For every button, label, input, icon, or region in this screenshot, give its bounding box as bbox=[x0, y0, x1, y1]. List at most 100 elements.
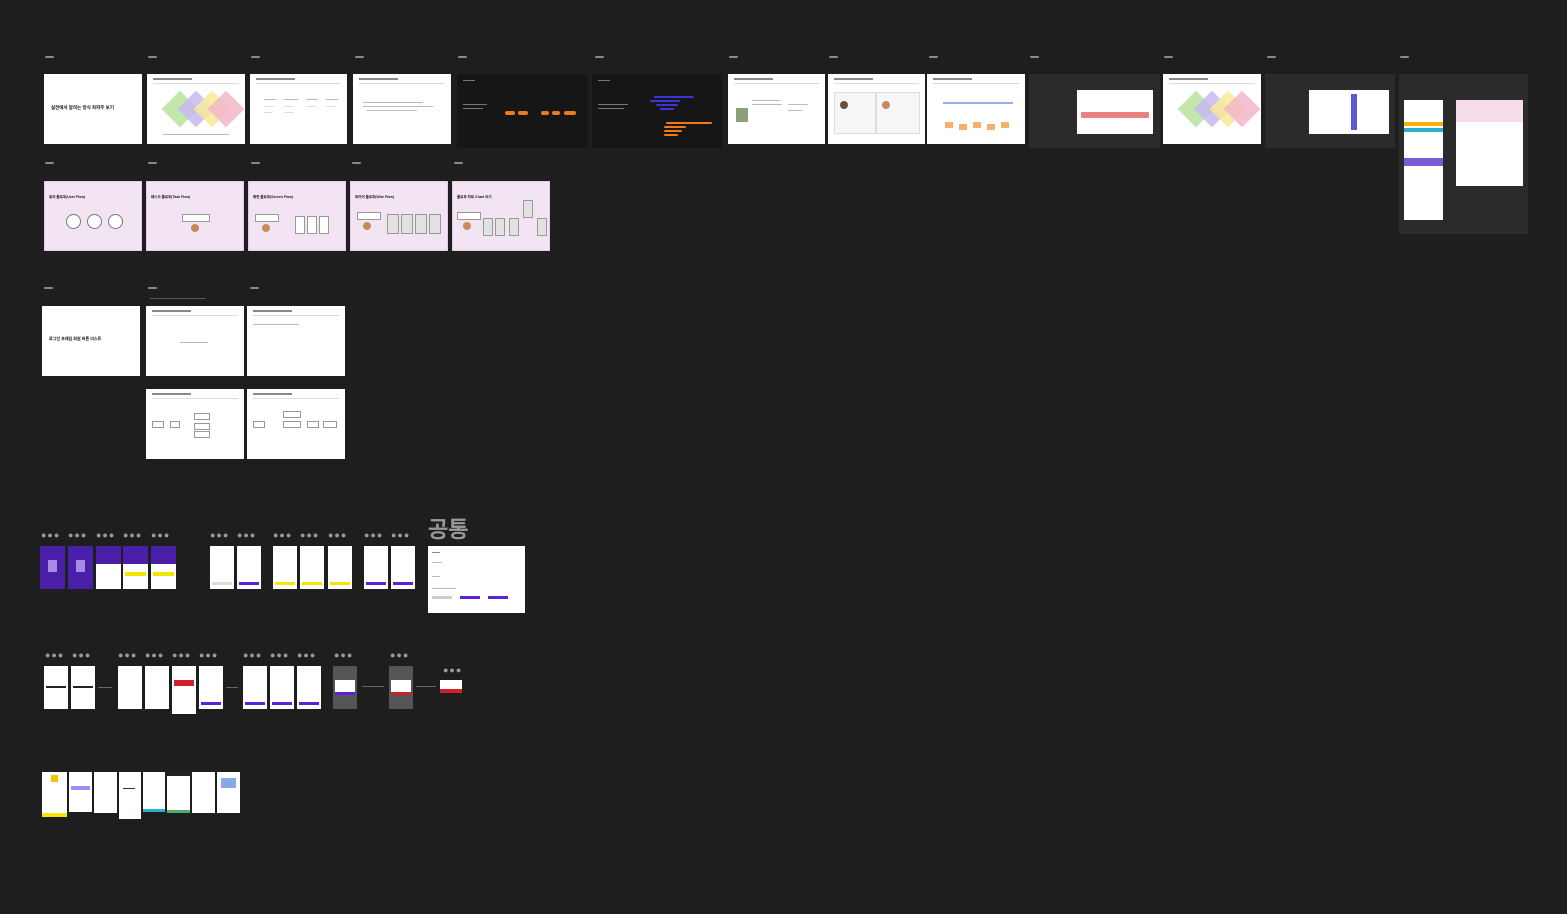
more-dots-icon[interactable]: ●●● bbox=[151, 530, 171, 540]
frame-label[interactable] bbox=[1400, 56, 1409, 58]
mobile-screen[interactable] bbox=[145, 666, 169, 709]
more-dots-icon[interactable]: ●●● bbox=[391, 530, 411, 540]
mobile-screen[interactable] bbox=[364, 546, 388, 589]
frame-label[interactable] bbox=[595, 56, 604, 58]
more-dots-icon[interactable]: ●●● bbox=[118, 650, 138, 660]
slide-table[interactable] bbox=[250, 74, 347, 144]
more-dots-icon[interactable]: ●●● bbox=[443, 665, 463, 675]
slide-login-intro[interactable]: 로그인 프레임 회원 버튼 리스트 bbox=[42, 306, 140, 376]
frame-label[interactable] bbox=[458, 56, 467, 58]
frame-label[interactable] bbox=[148, 56, 157, 58]
mobile-screen[interactable] bbox=[143, 772, 165, 812]
more-dots-icon[interactable]: ●●● bbox=[328, 530, 348, 540]
slide-dark-screenshot-2[interactable] bbox=[1265, 74, 1395, 148]
mobile-screen[interactable] bbox=[391, 546, 415, 589]
more-dots-icon[interactable]: ●●● bbox=[45, 650, 65, 660]
mobile-screen[interactable] bbox=[151, 546, 176, 589]
frame-label[interactable] bbox=[929, 56, 938, 58]
slide-login-a[interactable] bbox=[146, 306, 244, 376]
mobile-screen[interactable] bbox=[69, 772, 92, 812]
slide-login-c[interactable] bbox=[146, 389, 244, 459]
frame-label[interactable] bbox=[148, 287, 157, 289]
frame-label[interactable] bbox=[251, 162, 260, 164]
frame-label[interactable] bbox=[1267, 56, 1276, 58]
frame-label[interactable] bbox=[352, 162, 361, 164]
mobile-screen[interactable] bbox=[297, 666, 321, 709]
more-dots-icon[interactable]: ●●● bbox=[172, 650, 192, 660]
mobile-screen[interactable] bbox=[270, 666, 294, 709]
slide-login-d[interactable] bbox=[247, 389, 345, 459]
mobile-screen[interactable] bbox=[172, 666, 196, 714]
slide-persona[interactable] bbox=[828, 74, 925, 144]
mobile-screen[interactable] bbox=[328, 546, 352, 589]
frame-label[interactable] bbox=[250, 287, 259, 289]
mobile-screen[interactable] bbox=[300, 546, 324, 589]
slide-dark-bars[interactable] bbox=[592, 74, 722, 148]
slide-text[interactable] bbox=[353, 74, 451, 144]
frame-label[interactable] bbox=[45, 162, 54, 164]
slide-intro[interactable]: 실전에서 알려는 방식 좌파주 보기 bbox=[44, 74, 142, 144]
frame-label[interactable] bbox=[148, 162, 157, 164]
mobile-screen[interactable] bbox=[273, 546, 297, 589]
common-components-panel[interactable] bbox=[428, 546, 525, 613]
mobile-screen[interactable] bbox=[199, 666, 223, 709]
more-dots-icon[interactable]: ●●● bbox=[273, 530, 293, 540]
more-dots-icon[interactable]: ●●● bbox=[390, 650, 410, 660]
more-dots-icon[interactable]: ●●● bbox=[243, 650, 263, 660]
more-dots-icon[interactable]: ●●● bbox=[41, 530, 61, 540]
more-dots-icon[interactable]: ●●● bbox=[145, 650, 165, 660]
slide-research[interactable] bbox=[728, 74, 825, 144]
mobile-screen[interactable] bbox=[42, 772, 67, 817]
more-dots-icon[interactable]: ●●● bbox=[334, 650, 354, 660]
mobile-screen[interactable] bbox=[217, 772, 240, 813]
more-dots-icon[interactable]: ●●● bbox=[237, 530, 257, 540]
more-dots-icon[interactable]: ●●● bbox=[297, 650, 317, 660]
more-dots-icon[interactable]: ●●● bbox=[199, 650, 219, 660]
slide-user-flow[interactable]: 유저 플로우(User Flow) bbox=[44, 181, 142, 251]
slide-diagram-copy[interactable] bbox=[1163, 74, 1261, 144]
mobile-screen[interactable] bbox=[118, 666, 142, 709]
mobile-screen[interactable] bbox=[123, 546, 148, 589]
slide-task-flow[interactable]: 태스크 플로우(Task Flow) bbox=[146, 181, 244, 251]
frame-label[interactable] bbox=[251, 56, 260, 58]
more-dots-icon[interactable]: ●●● bbox=[270, 650, 290, 660]
frame-label[interactable] bbox=[829, 56, 838, 58]
slide-dark-longpage[interactable] bbox=[1399, 74, 1528, 234]
frame-label[interactable] bbox=[45, 56, 54, 58]
frame-label[interactable] bbox=[1164, 56, 1173, 58]
mobile-screen[interactable] bbox=[119, 772, 141, 819]
mobile-screen[interactable] bbox=[71, 666, 95, 709]
mobile-screen[interactable] bbox=[44, 666, 68, 709]
slide-flow-chart[interactable]: 플로우 차트 Chart 보기 bbox=[452, 181, 550, 251]
more-dots-icon[interactable]: ●●● bbox=[72, 650, 92, 660]
slide-dark-screenshot[interactable] bbox=[1029, 74, 1160, 148]
slide-journey[interactable] bbox=[927, 74, 1025, 144]
frame-label[interactable] bbox=[1030, 56, 1039, 58]
mobile-screen[interactable] bbox=[167, 772, 190, 813]
frame-label[interactable] bbox=[729, 56, 738, 58]
mobile-screen[interactable] bbox=[210, 546, 234, 589]
mobile-screen[interactable] bbox=[96, 546, 121, 589]
slide-screen-flow[interactable]: 화면 플로우(Screen Flow) bbox=[248, 181, 346, 251]
mobile-screen[interactable] bbox=[237, 546, 261, 589]
frame-label[interactable] bbox=[454, 162, 463, 164]
mobile-screen[interactable] bbox=[243, 666, 267, 709]
mobile-screen[interactable] bbox=[192, 772, 215, 813]
mobile-screen[interactable] bbox=[40, 546, 65, 589]
more-dots-icon[interactable]: ●●● bbox=[96, 530, 116, 540]
slide-login-b[interactable] bbox=[247, 306, 345, 376]
frame-label[interactable] bbox=[44, 287, 53, 289]
slide-diagram[interactable] bbox=[147, 74, 245, 144]
more-dots-icon[interactable]: ●●● bbox=[123, 530, 143, 540]
mobile-screen-modal[interactable] bbox=[333, 666, 357, 709]
more-dots-icon[interactable]: ●●● bbox=[300, 530, 320, 540]
more-dots-icon[interactable]: ●●● bbox=[68, 530, 88, 540]
slide-wire-flow[interactable]: 와이어 플로우(Wire Flow) bbox=[350, 181, 448, 251]
mobile-screen[interactable] bbox=[68, 546, 93, 589]
more-dots-icon[interactable]: ●●● bbox=[364, 530, 384, 540]
mobile-screen[interactable] bbox=[94, 772, 117, 813]
frame-label[interactable] bbox=[355, 56, 364, 58]
mobile-screen-modal[interactable] bbox=[389, 666, 413, 709]
slide-dark-flow[interactable] bbox=[457, 74, 588, 148]
toast-popup[interactable] bbox=[440, 680, 462, 693]
